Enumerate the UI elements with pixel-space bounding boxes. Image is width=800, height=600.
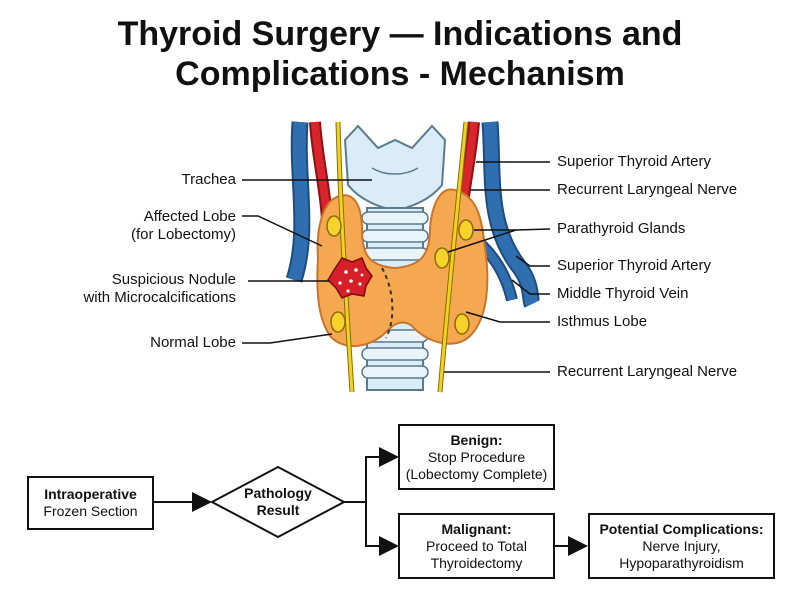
box-potential-complications: Potential Complications: Nerve Injury, H… xyxy=(588,513,775,579)
benign-line-2: (Lobectomy Complete) xyxy=(405,465,548,482)
label-nodule-line-2: with Microcalcifications xyxy=(83,289,236,306)
page-title: Thyroid Surgery — Indications and Compli… xyxy=(0,14,800,94)
label-trachea: Trachea xyxy=(181,171,236,188)
box-benign: Benign: Stop Procedure (Lobectomy Comple… xyxy=(398,424,555,490)
right-leader-lines xyxy=(444,161,551,373)
arrow-decision-to-malignant xyxy=(365,502,399,556)
suspicious-nodule xyxy=(327,257,373,299)
left-jugular-vein xyxy=(285,121,311,283)
label-isthmus-lobe: Isthmus Lobe xyxy=(557,313,648,330)
benign-heading: Benign: xyxy=(450,431,503,448)
label-affected-lobe: Affected Lobe (for Lobectomy) xyxy=(131,208,236,244)
label-suspicious-nodule: Suspicious Nodule with Microcalcificatio… xyxy=(83,271,236,307)
label-superior-thyroid-artery-2: Superior Thyroid Artery xyxy=(557,257,711,274)
malignant-heading: Malignant: xyxy=(441,520,512,537)
parathyroid-gland xyxy=(458,219,474,241)
box-malignant: Malignant: Proceed to Total Thyroidectom… xyxy=(398,513,555,579)
arrow-decision-to-benign xyxy=(344,447,399,503)
box-frozen-section: Intraoperative Frozen Section xyxy=(27,476,154,530)
decision-line-1: Pathology xyxy=(244,485,312,501)
label-affected-lobe-line-2: (for Lobectomy) xyxy=(130,226,236,243)
title-line-1: Thyroid Surgery — Indications and xyxy=(117,15,683,53)
malignant-line-1: Proceed to Total xyxy=(426,537,527,554)
label-superior-thyroid-artery: Superior Thyroid Artery xyxy=(557,153,711,170)
complications-line-2: Hypoparathyroidism xyxy=(619,554,744,571)
label-parathyroid-glands: Parathyroid Glands xyxy=(557,220,686,237)
complications-line-1: Nerve Injury, xyxy=(642,537,721,554)
decision-line-2: Result xyxy=(256,502,300,518)
parathyroid-gland xyxy=(330,311,346,333)
parathyroid-gland xyxy=(454,313,470,335)
benign-line-1: Stop Procedure xyxy=(427,448,526,465)
label-normal-lobe: Normal Lobe xyxy=(150,334,236,351)
label-nodule-line-1: Suspicious Nodule xyxy=(111,271,236,288)
decision-pathology-result: Pathology Result xyxy=(228,485,328,519)
label-recurrent-laryngeal-nerve-2: Recurrent Laryngeal Nerve xyxy=(557,363,738,380)
parathyroid-gland xyxy=(326,215,342,237)
parathyroid-gland xyxy=(434,247,450,269)
thyroid-gland xyxy=(316,188,489,348)
label-affected-lobe-line-1: Affected Lobe xyxy=(143,208,236,225)
frozen-line-2: Frozen Section xyxy=(43,503,138,519)
frozen-line-1: Intraoperative xyxy=(44,486,137,502)
complications-heading: Potential Complications: xyxy=(599,520,764,537)
label-recurrent-laryngeal-nerve: Recurrent Laryngeal Nerve xyxy=(557,181,738,198)
malignant-line-2: Thyroidectomy xyxy=(430,554,523,571)
label-middle-thyroid-vein: Middle Thyroid Vein xyxy=(557,285,689,302)
decision-diamond xyxy=(209,465,347,539)
resection-dashed-line xyxy=(381,267,394,339)
title-line-2: Complications - Mechanism xyxy=(175,55,625,93)
left-leader-lines xyxy=(242,179,372,344)
